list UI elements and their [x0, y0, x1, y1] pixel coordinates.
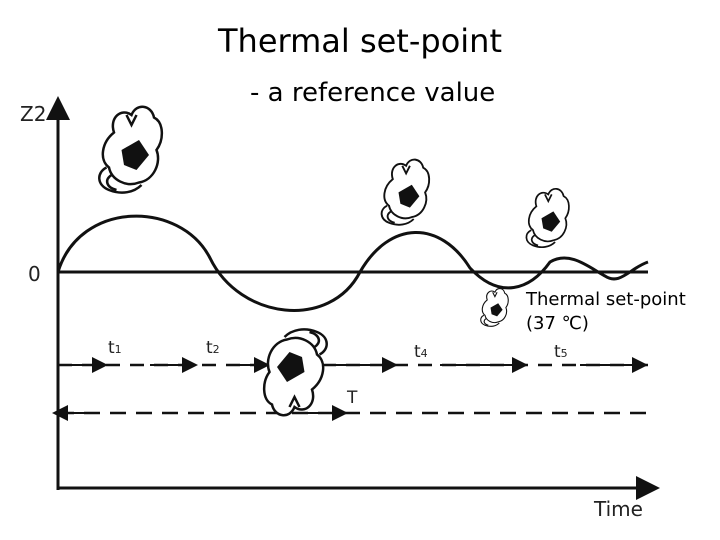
fist-icon [98, 105, 164, 194]
oscillation-curve [56, 214, 649, 312]
interval-label-t1: t1 [108, 338, 122, 358]
setpoint-note: Thermal set-point (37 ℃) [526, 288, 686, 336]
interval-label-t4: t4 [414, 342, 428, 362]
page-subtitle: - a reference value [250, 78, 496, 108]
fist-icon [262, 328, 328, 417]
fist-icon [525, 187, 570, 249]
x-axis-label: Time [594, 497, 643, 521]
fist-icon [480, 288, 509, 327]
setpoint-note-line1: Thermal set-point [526, 289, 686, 310]
setpoint-note-line2: (37 ℃) [526, 313, 589, 334]
fist-icon [380, 158, 431, 226]
interval-label-t5: t5 [554, 342, 568, 362]
y-axis-label: Z2 [20, 102, 47, 126]
y-axis-zero-label: 0 [28, 262, 41, 286]
interval-label-t2: t2 [206, 338, 220, 358]
period-label: T [347, 388, 358, 408]
page-title: Thermal set-point [217, 22, 502, 60]
